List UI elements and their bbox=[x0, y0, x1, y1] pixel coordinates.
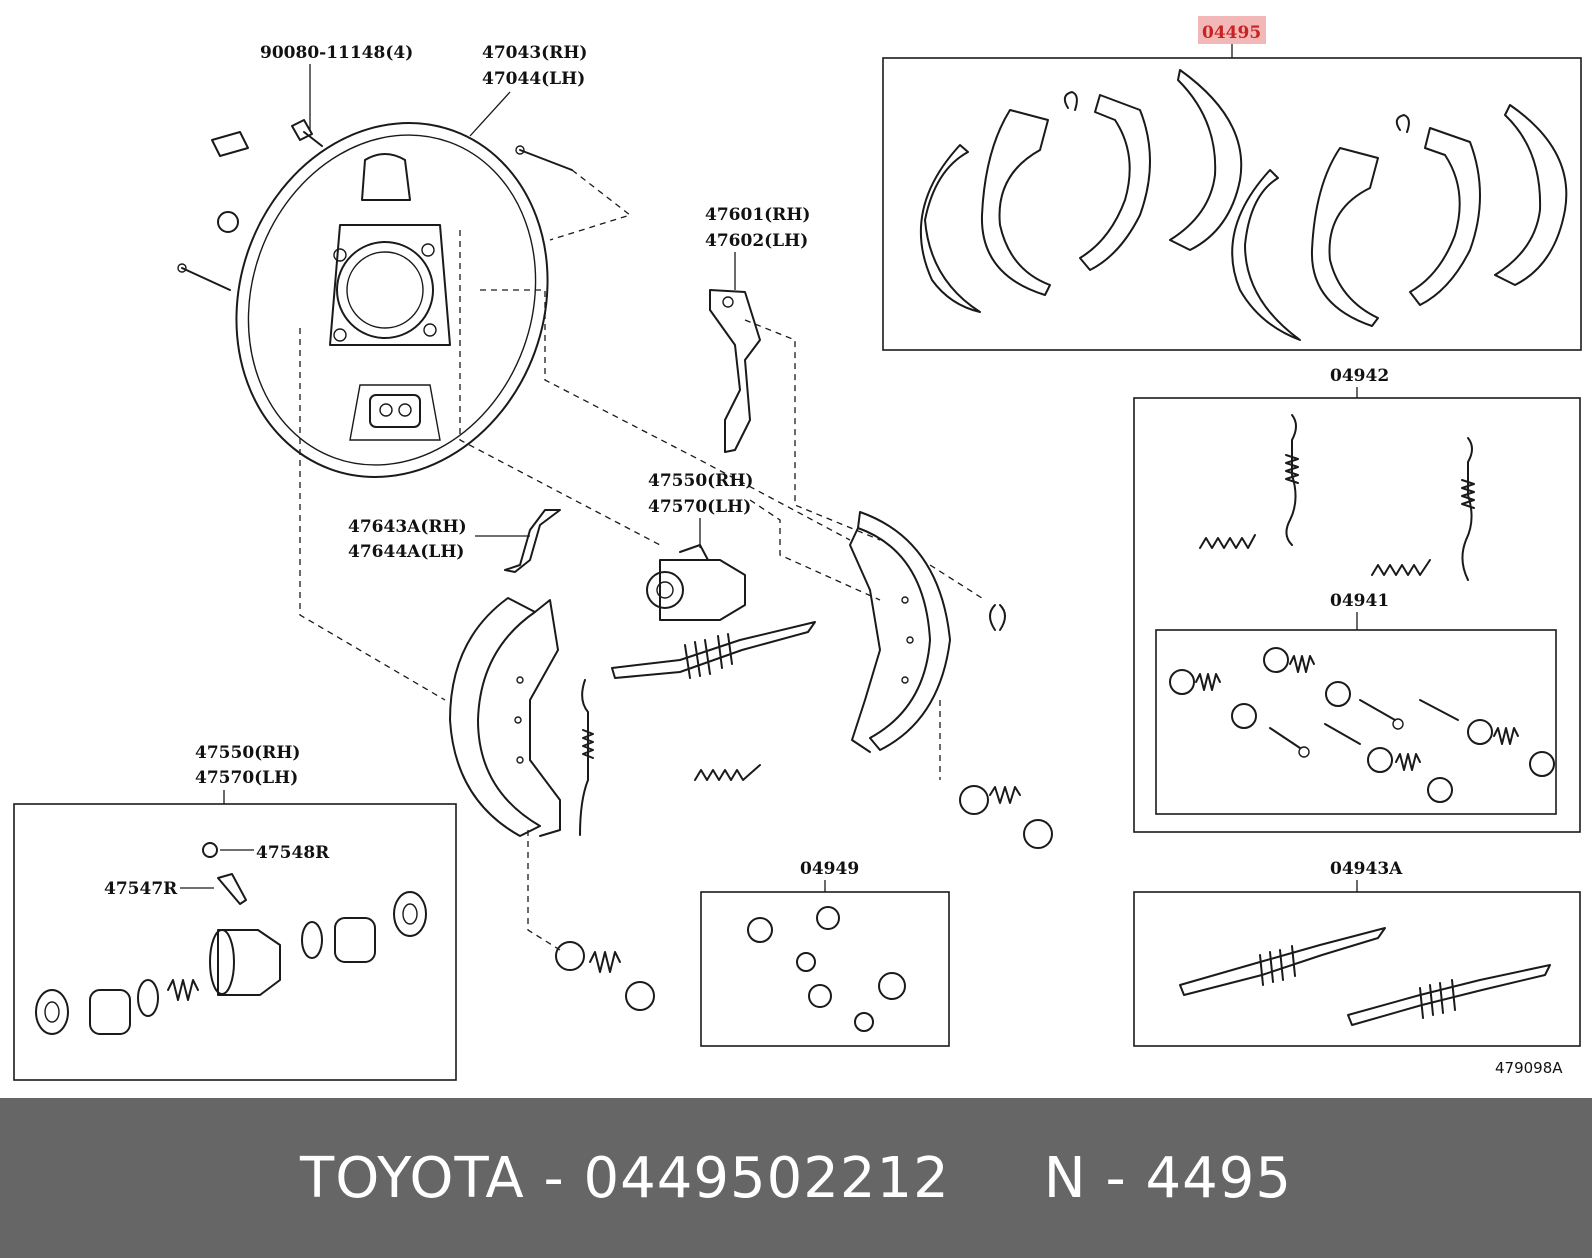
cup-kit-contents[interactable] bbox=[747, 906, 906, 1032]
label-hold-kit[interactable]: 04941 bbox=[1330, 591, 1389, 611]
assembly-lines bbox=[299, 169, 986, 951]
label-strut-rh[interactable]: 47643A(RH) bbox=[348, 517, 467, 537]
label-bolt[interactable]: 90080-11148(4) bbox=[260, 43, 413, 63]
hold-kit-contents[interactable] bbox=[1169, 647, 1555, 803]
cylinder-body bbox=[217, 929, 281, 996]
bolt-upper bbox=[291, 119, 323, 147]
adjuster-kit-contents[interactable] bbox=[1179, 927, 1551, 1026]
highlight-box bbox=[1198, 16, 1266, 44]
adjusting-lever[interactable] bbox=[709, 289, 761, 453]
footer-title: TOYOTA - 0449502212 N - 4495 bbox=[300, 1145, 1292, 1211]
label-cylinder-lh[interactable]: 47570(LH) bbox=[648, 497, 751, 517]
box-cup-kit bbox=[700, 891, 950, 1047]
backing-plate[interactable] bbox=[188, 79, 597, 521]
bleeder-part bbox=[217, 873, 247, 905]
diagram-code: 479098A bbox=[1495, 1059, 1563, 1077]
pin-right bbox=[519, 149, 573, 171]
label-cup-kit[interactable]: 04949 bbox=[800, 859, 859, 879]
brake-shoe-right[interactable] bbox=[849, 511, 1006, 753]
plug bbox=[211, 131, 249, 157]
brake-shoe-left[interactable] bbox=[449, 597, 561, 837]
label-adjuster-kit[interactable]: 04943A bbox=[1330, 859, 1403, 879]
label-spring-kit[interactable]: 04942 bbox=[1330, 366, 1389, 386]
label-bleeder[interactable]: 47547R bbox=[104, 879, 178, 899]
label-lever-lh[interactable]: 47602(LH) bbox=[705, 231, 808, 251]
box-wheel-cylinder bbox=[13, 803, 457, 1081]
parts-diagram: 90080-11148(4) 47043(RH) 47044(LH) 04495… bbox=[13, 16, 1582, 1081]
box-hold-kit bbox=[1155, 629, 1557, 815]
shoe-kit-contents[interactable] bbox=[919, 69, 1568, 341]
return-springs[interactable] bbox=[579, 679, 761, 836]
footer-bar: TOYOTA - 0449502212 N - 4495 bbox=[0, 1098, 1592, 1258]
label-shoe-kit[interactable]: 04495 bbox=[1202, 23, 1261, 43]
label-cap[interactable]: 47548R bbox=[256, 843, 330, 863]
wheel-cylinder-box-contents[interactable] bbox=[35, 842, 427, 1035]
label-strut-lh[interactable]: 47644A(LH) bbox=[348, 542, 464, 562]
cap-part bbox=[202, 842, 218, 858]
grommet bbox=[217, 211, 239, 233]
pin-left bbox=[181, 267, 231, 291]
label-lever-rh[interactable]: 47601(RH) bbox=[705, 205, 810, 225]
label-cylinder-box-lh[interactable]: 47570(LH) bbox=[195, 768, 298, 788]
label-cylinder-box-rh[interactable]: 47550(RH) bbox=[195, 743, 300, 763]
adjuster-assembly[interactable] bbox=[611, 621, 816, 679]
wheel-cylinder[interactable] bbox=[646, 544, 746, 621]
label-cylinder-rh[interactable]: 47550(RH) bbox=[648, 471, 753, 491]
label-backing-plate-rh[interactable]: 47043(RH) bbox=[482, 43, 587, 63]
bolts-and-plugs[interactable] bbox=[177, 119, 573, 291]
parking-strut[interactable] bbox=[504, 509, 561, 573]
spring-kit-contents[interactable] bbox=[1199, 414, 1475, 581]
hold-down-parts[interactable] bbox=[555, 785, 1053, 1011]
kit-boxes bbox=[13, 44, 1582, 1081]
label-backing-plate-lh[interactable]: 47044(LH) bbox=[482, 69, 585, 89]
